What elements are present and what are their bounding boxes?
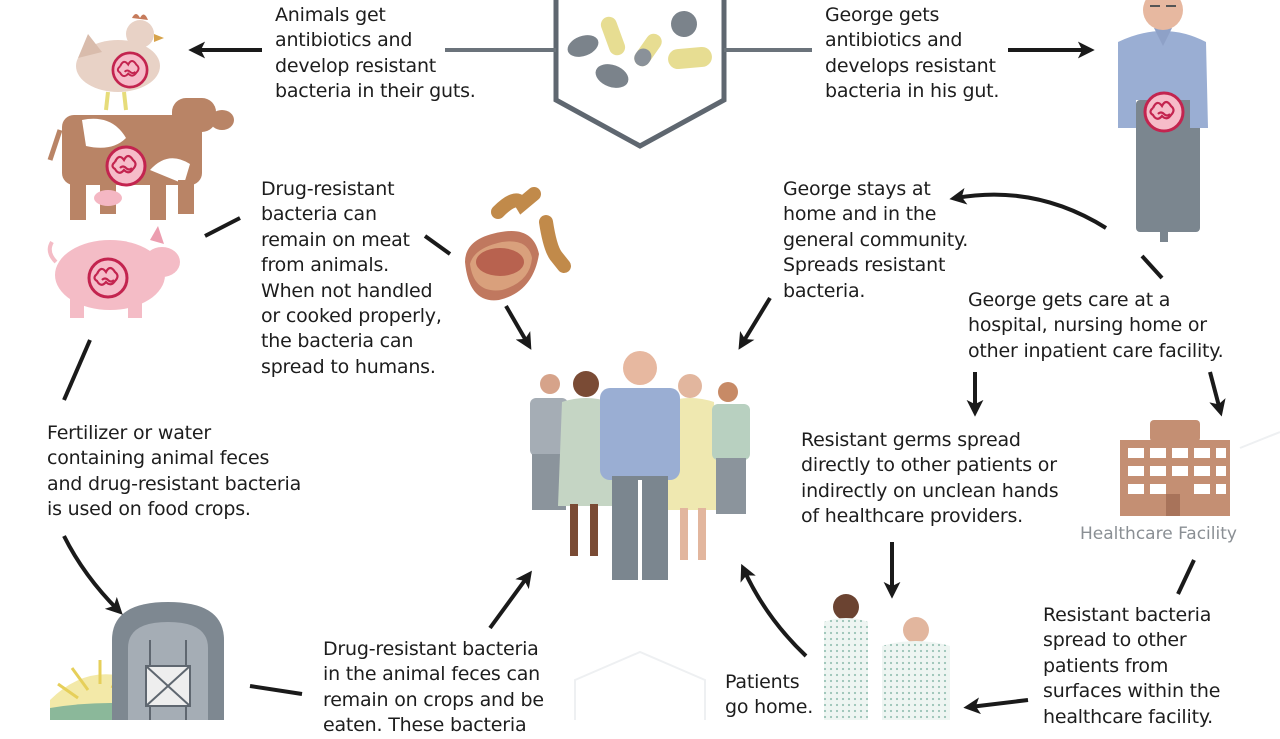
- step-george-home: George stays at home and in the general …: [783, 178, 969, 302]
- step-surfaces: Resistant bacteria spread to other patie…: [1043, 604, 1221, 728]
- step-crops: Drug-resistant bacteria in the animal fe…: [323, 638, 544, 737]
- pig-icon: [47, 226, 180, 318]
- step-patients-home: Patients go home.: [725, 671, 814, 719]
- step-meat: Drug-resistant bacteria can remain on me…: [261, 178, 442, 378]
- step-george-antibiotics: George gets antibiotics and develops res…: [825, 4, 1000, 103]
- healthcare-facility-label: Healthcare Facility: [1080, 524, 1237, 544]
- patients-icon: [824, 594, 950, 720]
- chicken-icon: [76, 14, 164, 111]
- antibiotics-pills-icon: [445, 0, 812, 149]
- george-person-icon: [1118, 0, 1208, 242]
- meat-icon: [465, 187, 571, 301]
- people-group-icon: [530, 351, 750, 580]
- cow-icon: [47, 98, 234, 220]
- step-fertilizer: Fertilizer or water containing animal fe…: [47, 422, 302, 521]
- barn-icon: [50, 602, 224, 720]
- flow-arrows: [62, 187, 1226, 715]
- hospital-building-icon: [1120, 420, 1230, 516]
- step-george-care: George gets care at a hospital, nursing …: [968, 289, 1224, 362]
- step-germs-spread: Resistant germs spread directly to other…: [801, 429, 1059, 528]
- step-animals-antibiotics: Animals get antibiotics and develop resi…: [275, 4, 476, 103]
- diagram-graphics: [47, 0, 1280, 720]
